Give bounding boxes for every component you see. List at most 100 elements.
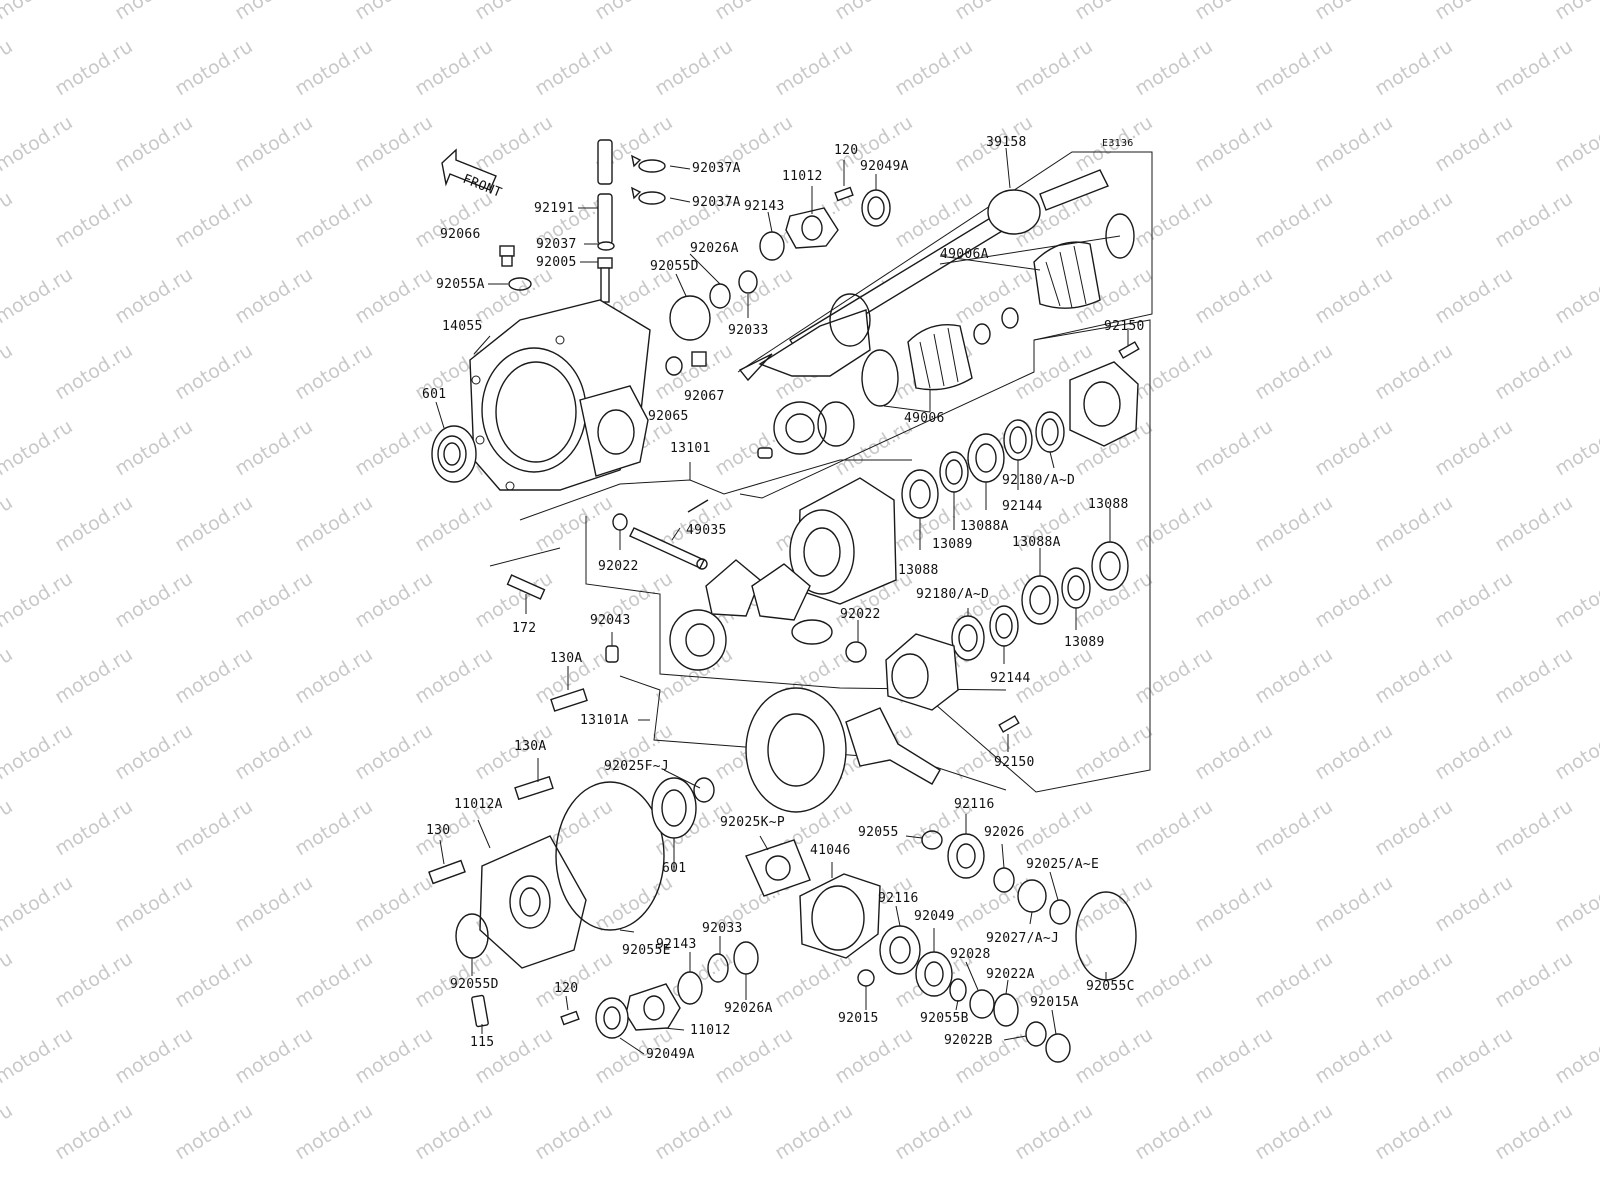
oil-seal-92049-inner xyxy=(924,961,944,987)
part-label-92025-A-E: 92025/A~E xyxy=(1026,857,1099,872)
watermark-text: motod.ru xyxy=(1251,795,1337,860)
friction-plate-13088a-upper xyxy=(967,433,1005,483)
o-ring-small xyxy=(508,277,532,291)
washer-92144-upper xyxy=(1003,419,1033,461)
watermark-text: motod.ru xyxy=(1311,111,1397,176)
part-label-92015A: 92015A xyxy=(1030,995,1079,1010)
part-label-92055A: 92055A xyxy=(436,277,485,292)
watermark-text: motod.ru xyxy=(291,35,377,100)
watermark-text: motod.ru xyxy=(471,1023,557,1088)
watermark-text: motod.ru xyxy=(291,795,377,860)
part-label-13088A: 13088A xyxy=(960,519,1009,534)
watermark-text: motod.ru xyxy=(591,0,677,24)
shim-92180-mid-inner xyxy=(958,624,978,652)
watermark-text: motod.ru xyxy=(1371,187,1457,252)
part-label-92049: 92049 xyxy=(914,909,955,924)
part-label-92037A: 92037A xyxy=(692,195,741,210)
o-ring-92055b xyxy=(949,978,967,1002)
part-label-92144: 92144 xyxy=(1002,499,1043,514)
part-label-92028: 92028 xyxy=(950,947,991,962)
bearing-92116-lower-inner xyxy=(889,936,911,964)
part-label-92055C: 92055C xyxy=(1086,979,1135,994)
watermark-text: motod.ru xyxy=(591,871,677,936)
part-label-92066: 92066 xyxy=(440,227,481,242)
watermark-text: motod.ru xyxy=(51,643,137,708)
washer-92022b xyxy=(1025,1021,1047,1047)
watermark-text: motod.ru xyxy=(1251,187,1337,252)
watermark-text: motod.ru xyxy=(1311,719,1397,784)
watermark-text: motod.ru xyxy=(831,1023,917,1088)
part-label-92191: 92191 xyxy=(534,201,575,216)
watermark-text: motod.ru xyxy=(111,1023,197,1088)
watermark-text: motod.ru xyxy=(411,491,497,556)
watermark-text: motod.ru xyxy=(0,947,17,1012)
part-label-130: 130 xyxy=(426,823,450,838)
watermark-text: motod.ru xyxy=(231,415,317,480)
circlip-92033-lower xyxy=(707,953,729,983)
watermark-text: motod.ru xyxy=(1191,0,1277,24)
watermark-text: motod.ru xyxy=(0,795,17,860)
part-label-172: 172 xyxy=(512,621,536,636)
oil-seal-92049 xyxy=(915,951,953,997)
cap-11012-upper xyxy=(785,207,839,249)
part-label-49006A: 49006A xyxy=(940,247,989,262)
pinion-gear-right xyxy=(751,563,811,621)
watermark-text: motod.ru xyxy=(0,187,17,252)
watermark-text: motod.ru xyxy=(0,643,17,708)
watermark-text: motod.ru xyxy=(291,339,377,404)
o-ring-92055 xyxy=(921,830,943,850)
washer-92144-mid-inner xyxy=(995,613,1013,639)
watermark-text: motod.ru xyxy=(1251,491,1337,556)
bearing-601-lower xyxy=(651,777,697,839)
part-label-49035: 49035 xyxy=(686,523,727,538)
watermark-text: motod.ru xyxy=(1431,111,1517,176)
watermark-text: motod.ru xyxy=(1551,415,1600,480)
watermark-text: motod.ru xyxy=(0,111,77,176)
bolt-115 xyxy=(471,994,489,1028)
bolt-130a-upper xyxy=(550,688,588,712)
watermark-text: motod.ru xyxy=(531,35,617,100)
part-label-92055D: 92055D xyxy=(450,977,499,992)
collar-92143-lower xyxy=(677,971,703,1005)
shim-plate-92025k xyxy=(745,839,811,897)
watermark-text: motod.ru xyxy=(351,719,437,784)
part-label-92026A: 92026A xyxy=(690,241,739,256)
watermark-text: motod.ru xyxy=(111,871,197,936)
collar-upper xyxy=(709,283,731,309)
oil-seal-lower-inner xyxy=(603,1006,621,1030)
watermark-text: motod.ru xyxy=(0,1023,77,1088)
coupling-92150-upper xyxy=(1069,341,1140,447)
part-label-92150: 92150 xyxy=(994,755,1035,770)
watermark-text: motod.ru xyxy=(651,1099,737,1164)
part-label-130A: 130A xyxy=(550,651,583,666)
watermark-text: motod.ru xyxy=(171,643,257,708)
part-label-92033: 92033 xyxy=(702,921,743,936)
plate-13089-mid xyxy=(1061,567,1091,609)
part-label-92067: 92067 xyxy=(684,389,725,404)
watermark-text: motod.ru xyxy=(651,35,737,100)
watermark-text: motod.ru xyxy=(231,1023,317,1088)
bolt-130 xyxy=(428,859,466,885)
watermark-text: motod.ru xyxy=(1431,719,1517,784)
watermark-text: motod.ru xyxy=(1431,0,1517,24)
watermark-text: motod.ru xyxy=(1491,643,1577,708)
part-label-92022B: 92022B xyxy=(944,1033,993,1048)
part-label-92022: 92022 xyxy=(840,607,881,622)
watermark-text: motod.ru xyxy=(351,415,437,480)
oil-seal-upper-inner xyxy=(867,196,885,220)
watermark-text: motod.ru xyxy=(1491,1099,1577,1164)
thrust-washer xyxy=(791,619,833,645)
bearing-601-upper xyxy=(431,425,477,483)
watermark-text: motod.ru xyxy=(51,1099,137,1164)
part-label-92116: 92116 xyxy=(954,797,995,812)
watermark-text: motod.ru xyxy=(231,0,317,24)
part-label-92143: 92143 xyxy=(744,199,785,214)
watermark-text: motod.ru xyxy=(1251,643,1337,708)
watermark-text: motod.ru xyxy=(351,111,437,176)
part-label-92049A: 92049A xyxy=(646,1047,695,1062)
shim-92180-mid xyxy=(951,615,985,661)
ring-gear xyxy=(745,687,847,813)
watermark-text: motod.ru xyxy=(0,1099,17,1164)
watermark-text: motod.ru xyxy=(1311,871,1397,936)
